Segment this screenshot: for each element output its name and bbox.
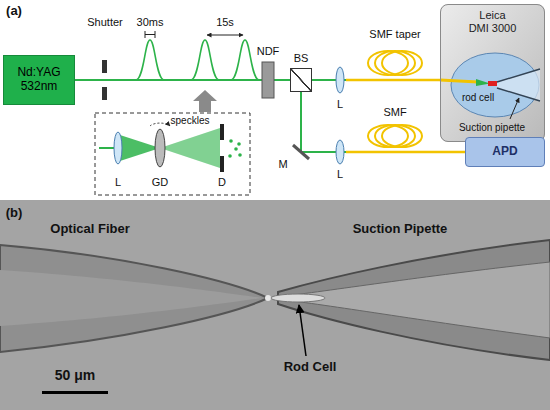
- ground-diffuser: [155, 129, 165, 167]
- node-title: Leica: [479, 9, 505, 22]
- rod-cell: [488, 81, 497, 86]
- leader-line: [510, 98, 519, 119]
- fiber: [346, 151, 466, 154]
- part-label: Suction Pipette: [353, 222, 448, 237]
- pointer-arrow: [299, 305, 306, 356]
- component-label: SMF: [383, 106, 406, 119]
- shutter-blade: [102, 87, 107, 100]
- light-pulse: [136, 40, 164, 80]
- part-label: rod cell: [462, 92, 494, 104]
- detector-box: APD: [465, 137, 545, 167]
- width-line: [145, 34, 155, 35]
- duration-label: 30ms: [137, 16, 164, 29]
- mirror: [293, 145, 309, 159]
- rod-cell: [271, 294, 325, 302]
- beam-splitter: BS: [290, 68, 312, 92]
- microscope: LeicaDMI 3000: [440, 4, 545, 142]
- component-label: Shutter: [87, 16, 122, 29]
- microscope-body: [440, 4, 545, 142]
- pipette-body: [497, 69, 540, 101]
- fiber-tip-glow: [265, 295, 271, 301]
- fiber: [440, 80, 478, 82]
- lens: [114, 132, 122, 164]
- lens: [336, 140, 344, 164]
- speckle-dot: [229, 139, 233, 143]
- part-label: Rod Cell: [284, 360, 337, 375]
- fiber-taper: [476, 79, 490, 86]
- light-beam: [99, 147, 114, 149]
- speckle-dot: [237, 142, 241, 146]
- node-title: BS: [294, 52, 309, 65]
- speckle-dot: [234, 147, 238, 151]
- node-title: Nd:YAG: [17, 66, 60, 80]
- nd-filter: [262, 62, 274, 98]
- fiber-core: [0, 270, 262, 326]
- insert-arrow: [193, 90, 217, 112]
- component-label: NDF: [257, 45, 280, 58]
- laser-source: Nd:YAG532nm: [3, 55, 75, 105]
- scale-label: 50 μm: [55, 367, 95, 383]
- fiber-coil: [382, 125, 422, 147]
- component-label: SMF taper: [369, 28, 420, 41]
- period-label: 15s: [216, 16, 234, 29]
- panel-letter: (a): [6, 4, 22, 19]
- component-label: L: [337, 168, 343, 181]
- beam-path: [312, 79, 440, 81]
- speckle-dot: [238, 153, 242, 157]
- shutter-blade: [102, 60, 107, 73]
- micrograph-ground: [0, 200, 550, 410]
- panel-letter: (b): [6, 206, 23, 221]
- light-pulse: [191, 40, 219, 80]
- light-cone: [120, 135, 160, 161]
- lens: [336, 67, 344, 93]
- fiber-coil: [382, 51, 422, 75]
- aperture: [220, 124, 224, 140]
- aperture: [220, 156, 224, 172]
- node-subtitle: DMI 3000: [469, 22, 517, 35]
- scale-bar: [42, 391, 108, 394]
- period-arrow: [207, 35, 243, 36]
- component-label: D: [218, 176, 226, 189]
- node-title: APD: [492, 145, 517, 159]
- sample-dish: [451, 53, 539, 117]
- light-pulse: [231, 40, 259, 80]
- rotation-arrow: [150, 123, 170, 126]
- fiber: [346, 79, 441, 82]
- part-label: Suction pipette: [459, 122, 525, 134]
- pipette-lumen: [285, 262, 550, 338]
- component-label: L: [115, 176, 121, 189]
- optical-fiber: [0, 245, 268, 352]
- component-label: GD: [152, 176, 169, 189]
- speckle-dot: [228, 154, 232, 158]
- node-subtitle: 532nm: [21, 80, 58, 94]
- part-label: Optical Fiber: [50, 222, 129, 237]
- component-label: L: [337, 98, 343, 111]
- light-cone: [160, 128, 220, 168]
- inset-box: [95, 113, 250, 195]
- pipette-outline: [497, 69, 540, 101]
- component-label: M: [278, 158, 287, 171]
- part-label: speckles: [171, 115, 210, 127]
